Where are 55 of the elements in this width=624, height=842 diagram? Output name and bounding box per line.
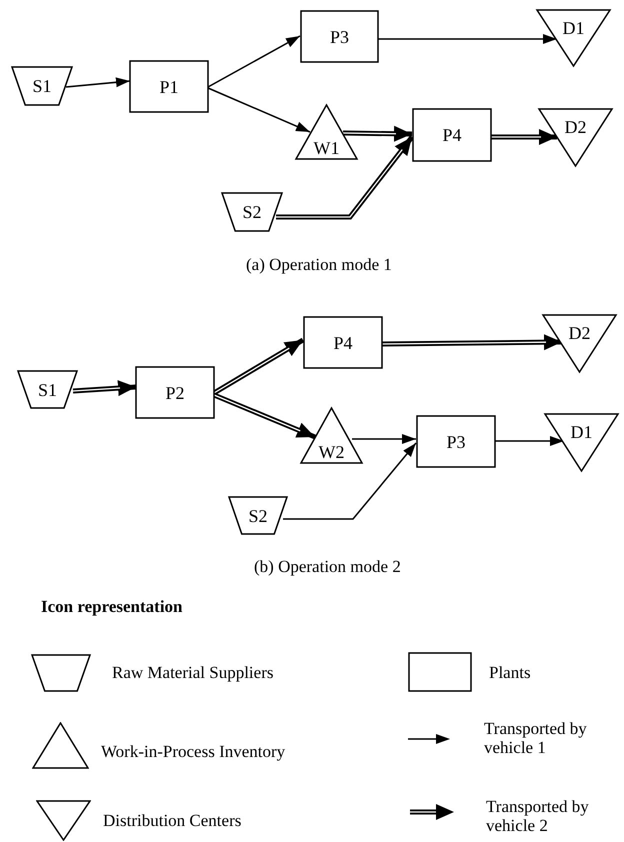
caption: (b) Operation mode 2 bbox=[254, 558, 401, 577]
distribution-triangle bbox=[539, 109, 612, 166]
legend-label: Work-in-Process Inventory bbox=[101, 743, 286, 762]
node-label: W2 bbox=[318, 443, 344, 461]
node-label: D1 bbox=[562, 19, 584, 37]
arrow bbox=[208, 87, 310, 133]
node-label: P4 bbox=[442, 126, 462, 144]
distribution-triangle bbox=[545, 414, 618, 471]
plant-box bbox=[417, 416, 495, 467]
arrow bbox=[352, 434, 416, 444]
arrow bbox=[213, 392, 316, 440]
node-label: P4 bbox=[333, 334, 352, 352]
node-label: S2 bbox=[242, 203, 262, 221]
arrow bbox=[283, 442, 417, 520]
arrow bbox=[212, 338, 304, 396]
inventory-triangle bbox=[301, 408, 362, 463]
node-label: D2 bbox=[564, 118, 586, 136]
arrow bbox=[495, 436, 564, 446]
node-label: P3 bbox=[330, 28, 349, 46]
arrow bbox=[208, 35, 300, 88]
supplier-trapezoid bbox=[18, 371, 77, 408]
arrow bbox=[72, 380, 136, 396]
legend-label: Plants bbox=[489, 664, 532, 683]
legend-label: Raw Material Suppliers bbox=[112, 664, 274, 683]
node-label: D2 bbox=[568, 324, 590, 342]
legend-label: Transported by vehicle 1 bbox=[484, 720, 588, 758]
node-label: S1 bbox=[32, 77, 52, 95]
arrow bbox=[382, 334, 562, 350]
node-label: S1 bbox=[38, 380, 57, 398]
plant-box bbox=[304, 317, 382, 368]
node-label: D1 bbox=[570, 423, 592, 441]
inventory-triangle bbox=[296, 105, 357, 159]
arrow bbox=[491, 129, 557, 145]
distribution-triangle bbox=[543, 315, 616, 372]
legend-label: Transported by vehicle 2 bbox=[486, 798, 590, 836]
plant-box bbox=[136, 367, 214, 418]
plant-box bbox=[301, 11, 378, 62]
arrow bbox=[342, 126, 412, 142]
supplier-trapezoid bbox=[222, 193, 282, 231]
node-label: P3 bbox=[446, 432, 466, 450]
supplier-trapezoid bbox=[229, 497, 287, 534]
distribution-triangle bbox=[537, 10, 610, 66]
node-label: P1 bbox=[159, 78, 178, 96]
plant-box bbox=[413, 109, 491, 161]
node-label: S2 bbox=[248, 506, 268, 524]
legend-heading: Icon representation bbox=[41, 598, 183, 617]
node-label: P2 bbox=[165, 384, 184, 402]
legend-label: Distribution Centers bbox=[103, 812, 242, 831]
supplier-trapezoid bbox=[12, 67, 72, 105]
arrow bbox=[276, 135, 414, 220]
node-label: W1 bbox=[314, 139, 340, 157]
arrow bbox=[378, 34, 557, 44]
plant-box bbox=[130, 61, 208, 112]
arrow bbox=[66, 77, 130, 88]
caption: (a) Operation mode 1 bbox=[246, 256, 392, 275]
